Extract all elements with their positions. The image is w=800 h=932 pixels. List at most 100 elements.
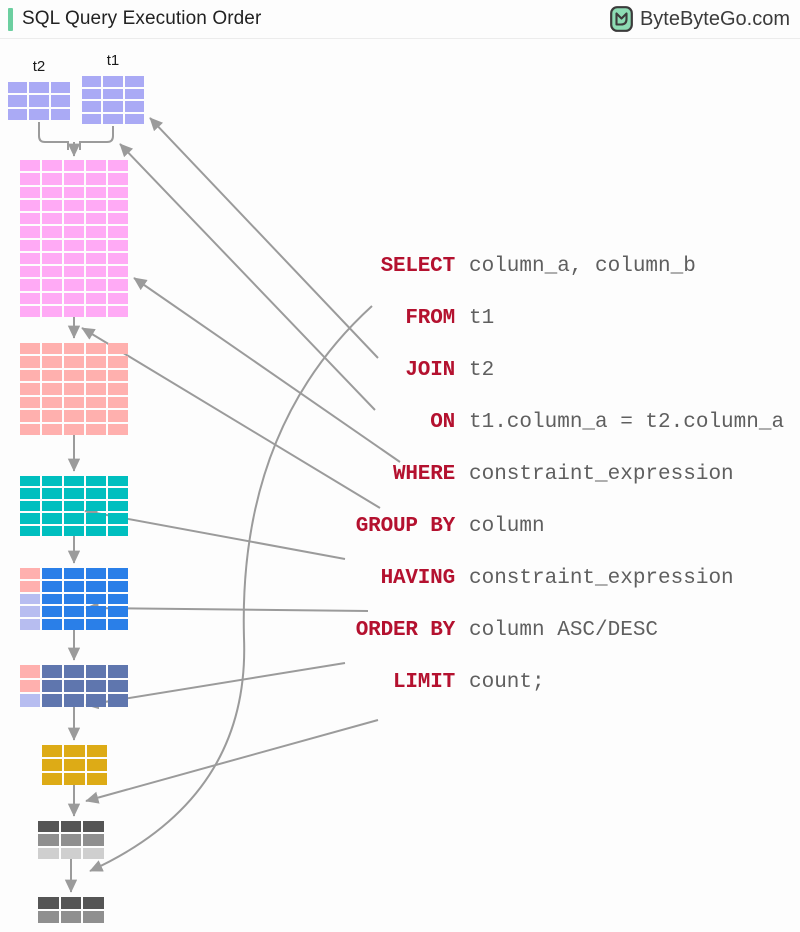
table-cell [20,525,40,536]
table-cell [108,160,128,172]
table-cell [64,500,84,512]
table-cell [60,821,82,833]
table-cell [42,186,62,198]
table-cell [20,513,40,524]
table-cell [103,76,123,87]
table-cell [86,369,106,382]
table-cell [64,410,84,422]
stage-select-result [38,821,104,859]
table-cell [42,773,63,785]
stage-order-result [20,665,128,707]
table-cell [20,369,40,382]
table-cell [42,305,62,317]
table-cell [42,694,62,707]
table-cell [42,679,62,693]
table-cell [82,76,102,87]
table-cell [86,199,106,211]
stage-limit-result [42,745,107,785]
table-cell [64,266,84,278]
table-cell [86,173,106,185]
table-cell [20,226,40,238]
table-cell [86,292,106,304]
table-cell [108,266,128,278]
table-cell [108,369,128,382]
table-cell [20,383,40,395]
table-cell [108,252,128,264]
table-cell [86,226,106,238]
table-cell [42,396,62,409]
sql-value: t1 [469,306,495,330]
table-cell [42,423,62,435]
table-cell [83,834,104,846]
table-t2 [8,82,70,120]
table-cell [86,160,106,172]
table-cell [108,239,128,251]
brand: ByteByteGo.com [610,6,790,32]
table-cell [42,266,62,278]
table-cell [64,160,84,172]
table-cell [42,606,62,618]
table-cell [42,580,62,592]
table-cell [86,410,106,422]
table-cell [20,396,40,409]
table-cell [83,847,104,859]
table-cell [124,76,144,87]
table-cell [20,410,40,422]
table-cell [42,343,62,355]
table-cell [64,292,84,304]
sql-keyword: JOIN [405,358,455,382]
table-cell [64,173,84,185]
table-cell [42,383,62,395]
table-cell [42,759,63,771]
table-cell [83,911,104,923]
table-cell [42,226,62,238]
table-cell [38,821,59,833]
table-cell [124,88,144,99]
table-cell [64,186,84,198]
table-cell [86,593,106,605]
table-cell [86,488,106,499]
table-label-t2: t2 [32,58,46,75]
table-cell [38,911,59,923]
table-cell [86,213,106,225]
table-cell [42,500,62,512]
table-cell [42,525,62,536]
brand-name: ByteByteGo.com [639,7,790,30]
table-cell [42,239,62,251]
table-cell [108,619,128,630]
table-cell [83,821,104,833]
table-cell [108,305,128,317]
table-cell [29,82,49,94]
table-cell [29,95,49,107]
table-cell [108,423,128,435]
table-cell [64,568,84,579]
table-cell [86,266,106,278]
sql-keyword: ON [430,410,455,434]
table-cell [8,108,28,120]
table-cell [38,897,59,909]
table-cell [64,423,84,435]
table-cell [42,593,62,605]
table-cell [64,513,84,524]
table-cell [42,488,62,499]
table-cell [86,619,106,630]
table-cell [20,423,40,435]
table-cell [108,488,128,499]
table-cell [20,568,40,579]
table-cell [86,186,106,198]
sql-keyword: LIMIT [392,670,455,694]
table-cell [108,292,128,304]
table-label-t1: t1 [106,52,120,69]
table-cell [124,113,144,124]
table-cell [20,186,40,198]
table-cell [64,593,84,605]
table-cell [108,580,128,592]
header-bar: SQL Query Execution Order ByteByteGo.com [0,0,800,38]
table-cell [42,213,62,225]
table-cell [20,619,40,630]
